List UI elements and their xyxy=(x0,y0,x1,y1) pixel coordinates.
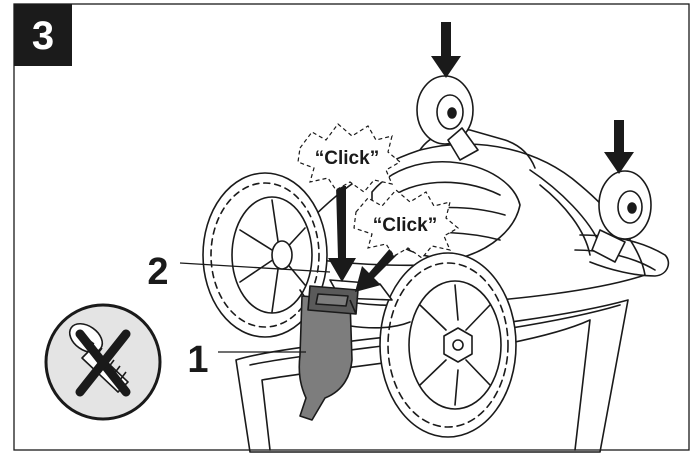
front-wheel-right-hub xyxy=(617,190,643,224)
click-text-1: “Click” xyxy=(315,148,379,169)
rear-wheel-right-tread xyxy=(387,262,509,428)
callout-number-2: 2 xyxy=(147,251,168,293)
step-badge-bg xyxy=(14,4,72,66)
chute-edge xyxy=(349,299,357,315)
burst-outline xyxy=(297,123,402,193)
leader-line-2 xyxy=(179,262,331,273)
arrow-down-icon xyxy=(604,120,634,174)
callout-2: 2 xyxy=(147,251,331,293)
deck-rib-1 xyxy=(529,169,601,246)
front-wheel-right-mount xyxy=(591,229,626,263)
arrow-down-icon xyxy=(431,22,461,78)
click-burst-2: “Click” xyxy=(353,189,460,259)
no-screw-warning xyxy=(44,303,162,421)
rear-wheel-right-hub xyxy=(443,327,473,363)
deck-rib-2 xyxy=(539,184,591,256)
mower-illustration xyxy=(202,75,670,453)
cross-mark-icon xyxy=(75,329,131,397)
arrow-diagonal-icon xyxy=(355,246,399,292)
rear-wheel-left-rim xyxy=(231,196,313,314)
click-text-2: “Click” xyxy=(373,215,437,236)
rear-wheel-right-spokes xyxy=(419,284,491,406)
rear-wheel-left-tread xyxy=(210,182,320,328)
arrow-down-icon xyxy=(328,186,356,282)
push-arrows xyxy=(328,22,634,292)
callout-1: 1 xyxy=(187,339,306,381)
front-wheel-right xyxy=(598,170,652,240)
chute-slot xyxy=(315,293,349,307)
front-wheel-right-axle xyxy=(627,202,637,214)
step-number: 3 xyxy=(32,14,54,58)
rear-wheel-right-center xyxy=(452,339,464,351)
front-wheel-left-axle xyxy=(447,107,457,119)
step-badge: 3 xyxy=(14,4,72,66)
callout-number-1: 1 xyxy=(187,339,208,381)
rear-wheel-left xyxy=(202,172,328,338)
front-wheel-left-mount xyxy=(447,127,479,161)
front-wheel-left-hub xyxy=(436,94,464,130)
burst-outline xyxy=(353,189,460,259)
grass-chute-part xyxy=(298,285,359,421)
diagram-border xyxy=(13,3,690,451)
cross-line-2 xyxy=(75,329,131,397)
rear-wheel-right-rim xyxy=(408,280,502,410)
click-burst-1: “Click” xyxy=(297,123,402,193)
chute-body xyxy=(298,295,353,421)
rear-wheel-left-hub xyxy=(271,240,293,270)
